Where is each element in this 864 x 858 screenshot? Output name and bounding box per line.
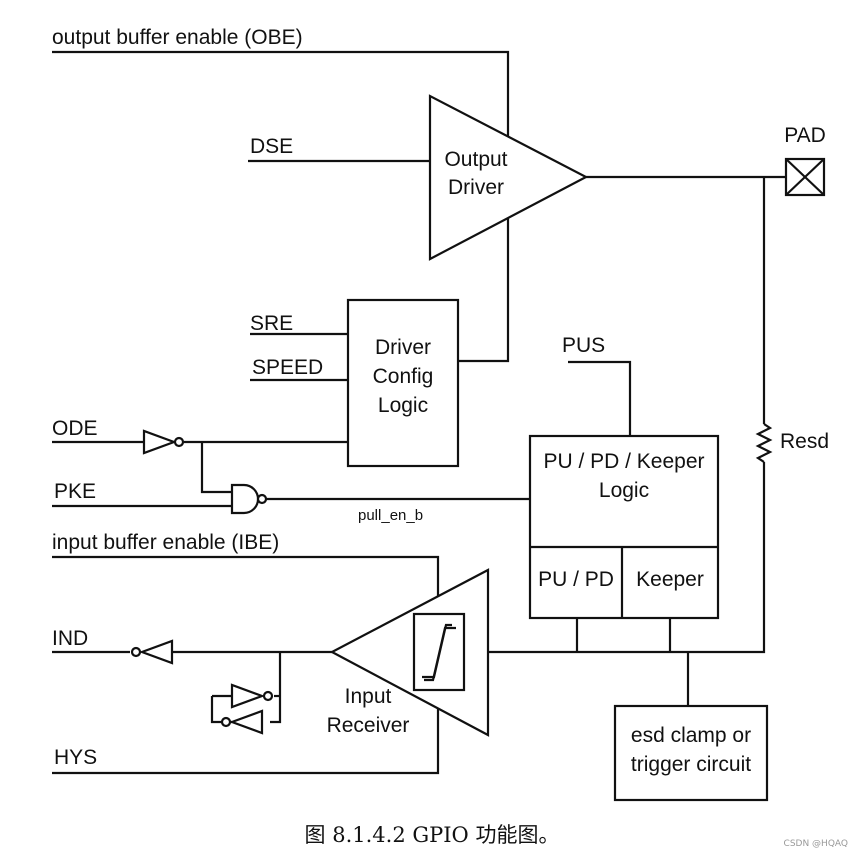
latch-inverter-bottom-triangle	[228, 709, 264, 735]
signal-labels: output buffer enable (OBE) DSE SRE SPEED…	[52, 26, 829, 769]
input-receiver-triangle	[329, 568, 490, 737]
watermark: CSDN @HQAQ	[784, 839, 848, 849]
hys-wire	[52, 690, 440, 775]
ode-inverter	[142, 429, 185, 455]
driver-config-box	[346, 298, 460, 468]
pad-vertical-wire-bottom	[466, 462, 766, 654]
input-receiver: Input Receiver	[327, 568, 490, 737]
latch-inverter-top-bubble	[262, 690, 274, 702]
pus-label: PUS	[562, 334, 605, 357]
esd-clamp-label-2: trigger circuit	[631, 753, 751, 776]
figure-caption: 图 8.1.4.2 GPIO 功能图。	[305, 823, 560, 847]
speed-label: SPEED	[252, 356, 323, 379]
ind-label: IND	[52, 627, 88, 650]
pu-pd-label: PU / PD	[538, 568, 614, 591]
pad-label: PAD	[784, 124, 826, 147]
dse-label: DSE	[250, 135, 293, 158]
ode-nand-wire	[200, 442, 232, 494]
pke-label: PKE	[54, 480, 96, 503]
latch-inverter-top-triangle	[230, 683, 266, 709]
config-to-driver-wire	[458, 215, 510, 363]
driver-config-label-2: Config	[373, 365, 434, 388]
sre-label: SRE	[250, 312, 293, 335]
nand-gate-bubble	[256, 493, 268, 505]
ind-inverter-bubble	[130, 646, 142, 658]
pu-pd-keeper-block: PU / PD / Keeper Logic PU / PD Keeper	[528, 434, 720, 620]
nand-gate-body	[230, 483, 260, 515]
ibe-label: input buffer enable (IBE)	[52, 531, 279, 554]
nand-gate	[230, 483, 268, 515]
keeper-label: Keeper	[636, 568, 704, 591]
ind-inverter-triangle	[138, 639, 174, 665]
driver-config-logic: Driver Config Logic	[346, 298, 460, 468]
ode-label: ODE	[52, 417, 98, 440]
output-driver-label-2: Driver	[448, 176, 504, 199]
output-driver-triangle	[428, 94, 589, 261]
latch-inverter-bottom	[220, 709, 264, 735]
latch-inverter-top	[230, 683, 274, 709]
pu-pd-keeper-logic-label-2: Logic	[599, 479, 649, 502]
pu-pd-keeper-logic-label-1: PU / PD / Keeper	[543, 450, 704, 473]
driver-config-label-1: Driver	[375, 336, 431, 359]
ode-inverter-bubble	[173, 436, 185, 448]
obe-label: output buffer enable (OBE)	[52, 26, 303, 49]
schmitt-trigger-icon	[422, 623, 456, 682]
pu-pd-keeper-box	[528, 434, 720, 620]
wires	[52, 50, 786, 775]
ode-inverter-triangle	[142, 429, 178, 455]
hys-label: HYS	[54, 746, 97, 769]
pull-en-b-label: pull_en_b	[358, 507, 423, 524]
resd-label: Resd	[780, 430, 829, 453]
pad: PAD	[784, 124, 826, 197]
ind-inverter	[130, 639, 174, 665]
output-driver: Output Driver	[428, 94, 589, 261]
pus-wire	[568, 360, 632, 436]
input-receiver-label-1: Input	[345, 685, 392, 708]
input-receiver-label-2: Receiver	[327, 714, 410, 737]
esd-clamp-label-1: esd clamp or	[631, 724, 751, 747]
esd-clamp-box	[613, 704, 769, 802]
output-driver-label-1: Output	[444, 148, 507, 171]
driver-config-label-3: Logic	[378, 394, 428, 417]
ibe-wire	[52, 555, 440, 614]
latch-inverter-bottom-bubble	[220, 716, 232, 728]
resd-resistor	[755, 423, 773, 463]
latch-loop-right	[270, 652, 282, 724]
pad-cross-2	[785, 158, 825, 196]
esd-clamp-block: esd clamp or trigger circuit	[613, 704, 769, 802]
obe-wire	[52, 50, 510, 142]
